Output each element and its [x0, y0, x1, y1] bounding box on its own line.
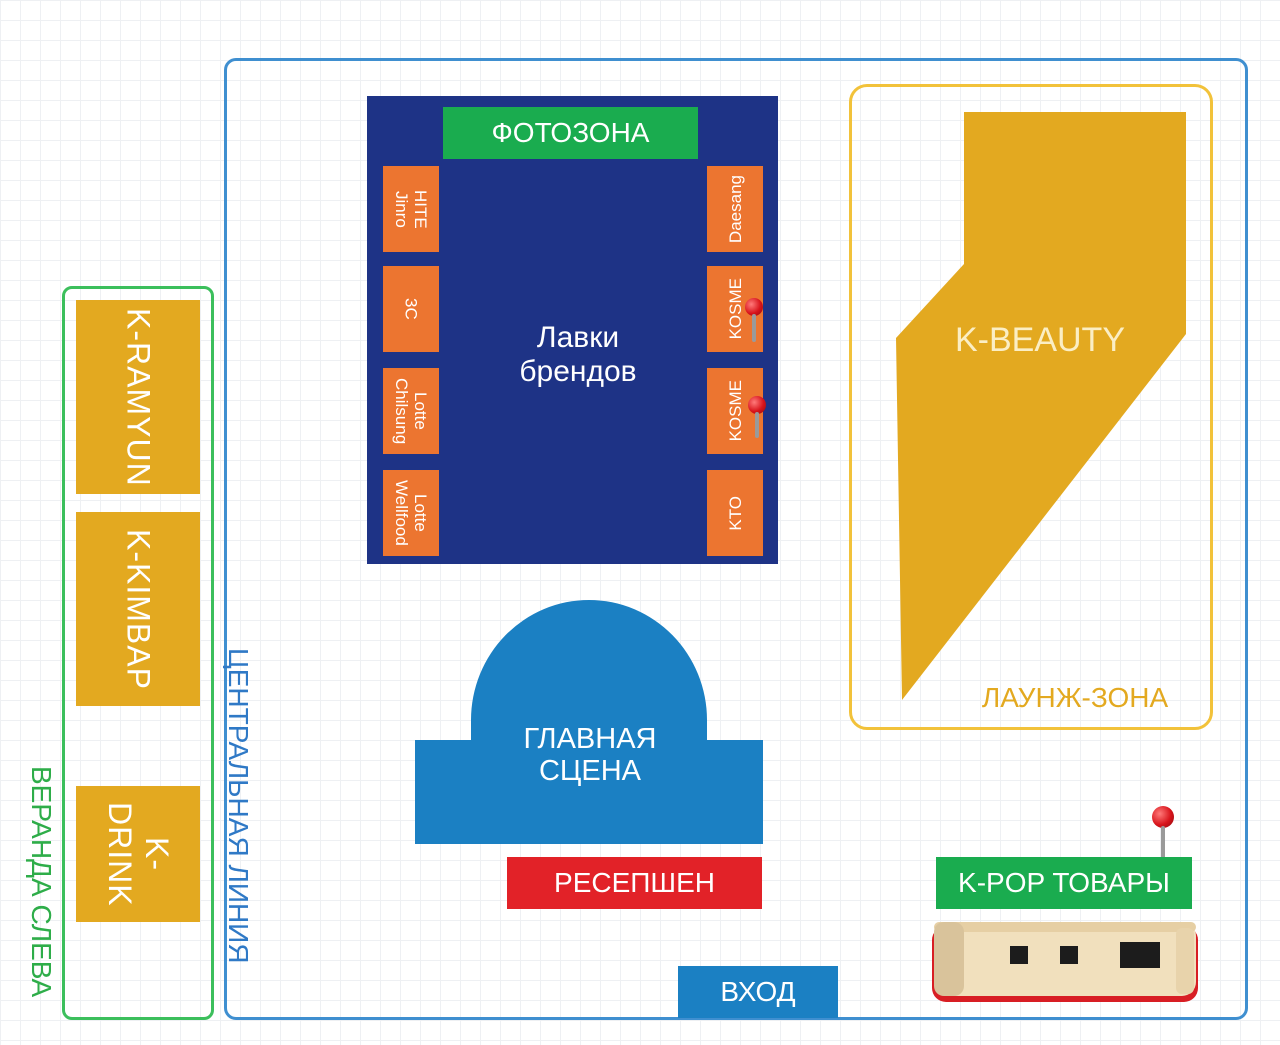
stall-label: Daesang — [725, 174, 745, 244]
lounge-zone[interactable] — [849, 84, 1213, 730]
kpop-truck-icon — [932, 922, 1198, 1002]
reception[interactable]: РЕСЕПШЕН — [507, 857, 762, 909]
stall-label: KTO — [725, 495, 745, 531]
stall-label: 3C — [401, 298, 421, 320]
lounge-label: ЛАУНЖ-ЗОНА — [981, 682, 1169, 713]
brand-stalls-title: Лавки брендов — [478, 318, 678, 392]
booth-label: K-KIMBAP — [120, 528, 157, 690]
central-line-area — [224, 58, 1248, 1020]
stall-label: HITE Jinro — [392, 189, 430, 229]
entrance[interactable]: ВХОД — [678, 966, 838, 1018]
stall-daesang[interactable]: Daesang — [707, 166, 763, 252]
veranda-area — [62, 286, 214, 1020]
booth-label: K-DRINK — [102, 801, 175, 907]
stall-3c[interactable]: 3C — [383, 266, 439, 352]
stall-label: Lotte Chilsung — [392, 377, 430, 445]
booth-label: K-RAMYUN — [120, 307, 157, 487]
stall-label: KOSME — [725, 278, 745, 340]
central-line-label: ЦЕНТРАЛЬНАЯ ЛИНИЯ — [223, 648, 254, 964]
map-pin-icon[interactable] — [1152, 806, 1174, 864]
photozone[interactable]: ФОТОЗОНА — [443, 107, 698, 159]
stall-hite-jinro[interactable]: HITE Jinro — [383, 166, 439, 252]
stall-label: KOSME — [725, 380, 745, 442]
stall-label: Lotte Wellfood — [392, 480, 430, 546]
map-pin-icon[interactable] — [748, 396, 766, 442]
kpop-merch-sign[interactable]: K-POP ТОВАРЫ — [936, 857, 1192, 909]
booth-k-drink[interactable]: K-DRINK — [76, 786, 200, 922]
main-stage-label-line2: СЦЕНА — [538, 755, 642, 787]
stall-lotte-chilsung[interactable]: Lotte Chilsung — [383, 368, 439, 454]
stall-lotte-wellfood[interactable]: Lotte Wellfood — [383, 470, 439, 556]
main-stage-label: ГЛАВНАЯ СЦЕНА — [490, 720, 690, 790]
main-stage-label-line1: ГЛАВНАЯ — [523, 723, 657, 755]
brand-stalls-title-line1: Лавки — [536, 321, 620, 354]
map-pin-icon[interactable] — [745, 298, 763, 344]
k-beauty-label: K-BEAUTY — [954, 320, 1126, 359]
stall-kto[interactable]: KTO — [707, 470, 763, 556]
veranda-label: ВЕРАНДА СЛЕВА — [26, 766, 57, 998]
main-stage[interactable] — [415, 580, 765, 844]
k-beauty-zone[interactable] — [896, 112, 1196, 704]
brand-stalls-title-line2: брендов — [519, 355, 637, 388]
booth-k-kimbap[interactable]: K-KIMBAP — [76, 512, 200, 706]
booth-k-ramyun[interactable]: K-RAMYUN — [76, 300, 200, 494]
